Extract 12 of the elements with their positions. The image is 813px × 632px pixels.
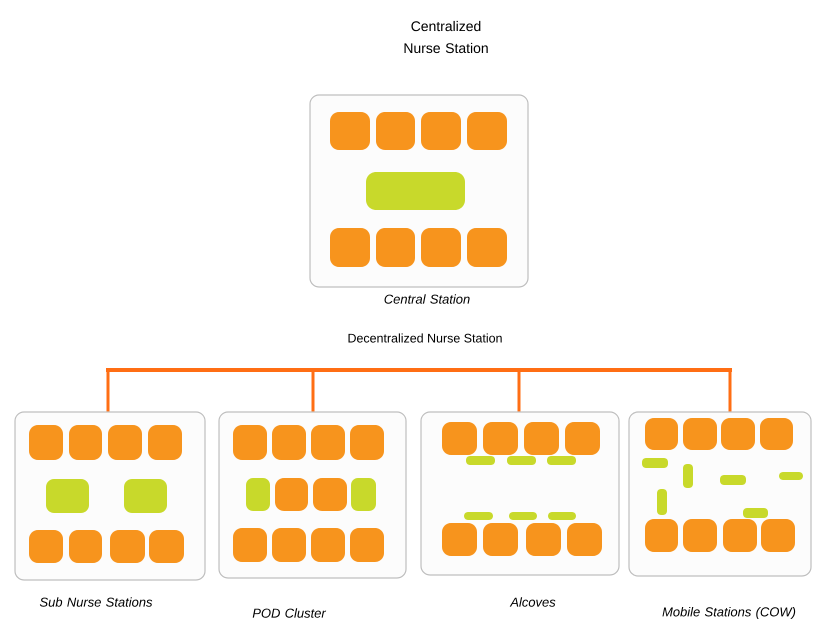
station-caption: POD Cluster <box>252 608 326 618</box>
station-caption: Central Station <box>384 294 470 304</box>
station-caption: Mobile Stations (COW) <box>662 606 796 620</box>
station-caption: Alcoves <box>510 597 556 607</box>
heading: Centralized Nurse Station <box>404 20 488 54</box>
connector-line <box>312 370 314 412</box>
connector-bar <box>106 368 732 372</box>
station-caption: Sub Nurse Stations <box>40 597 152 607</box>
connector-line <box>518 370 520 412</box>
heading: Decentralized Nurse Station <box>348 333 502 343</box>
connector-line <box>106 370 110 412</box>
connector-line <box>728 370 732 412</box>
